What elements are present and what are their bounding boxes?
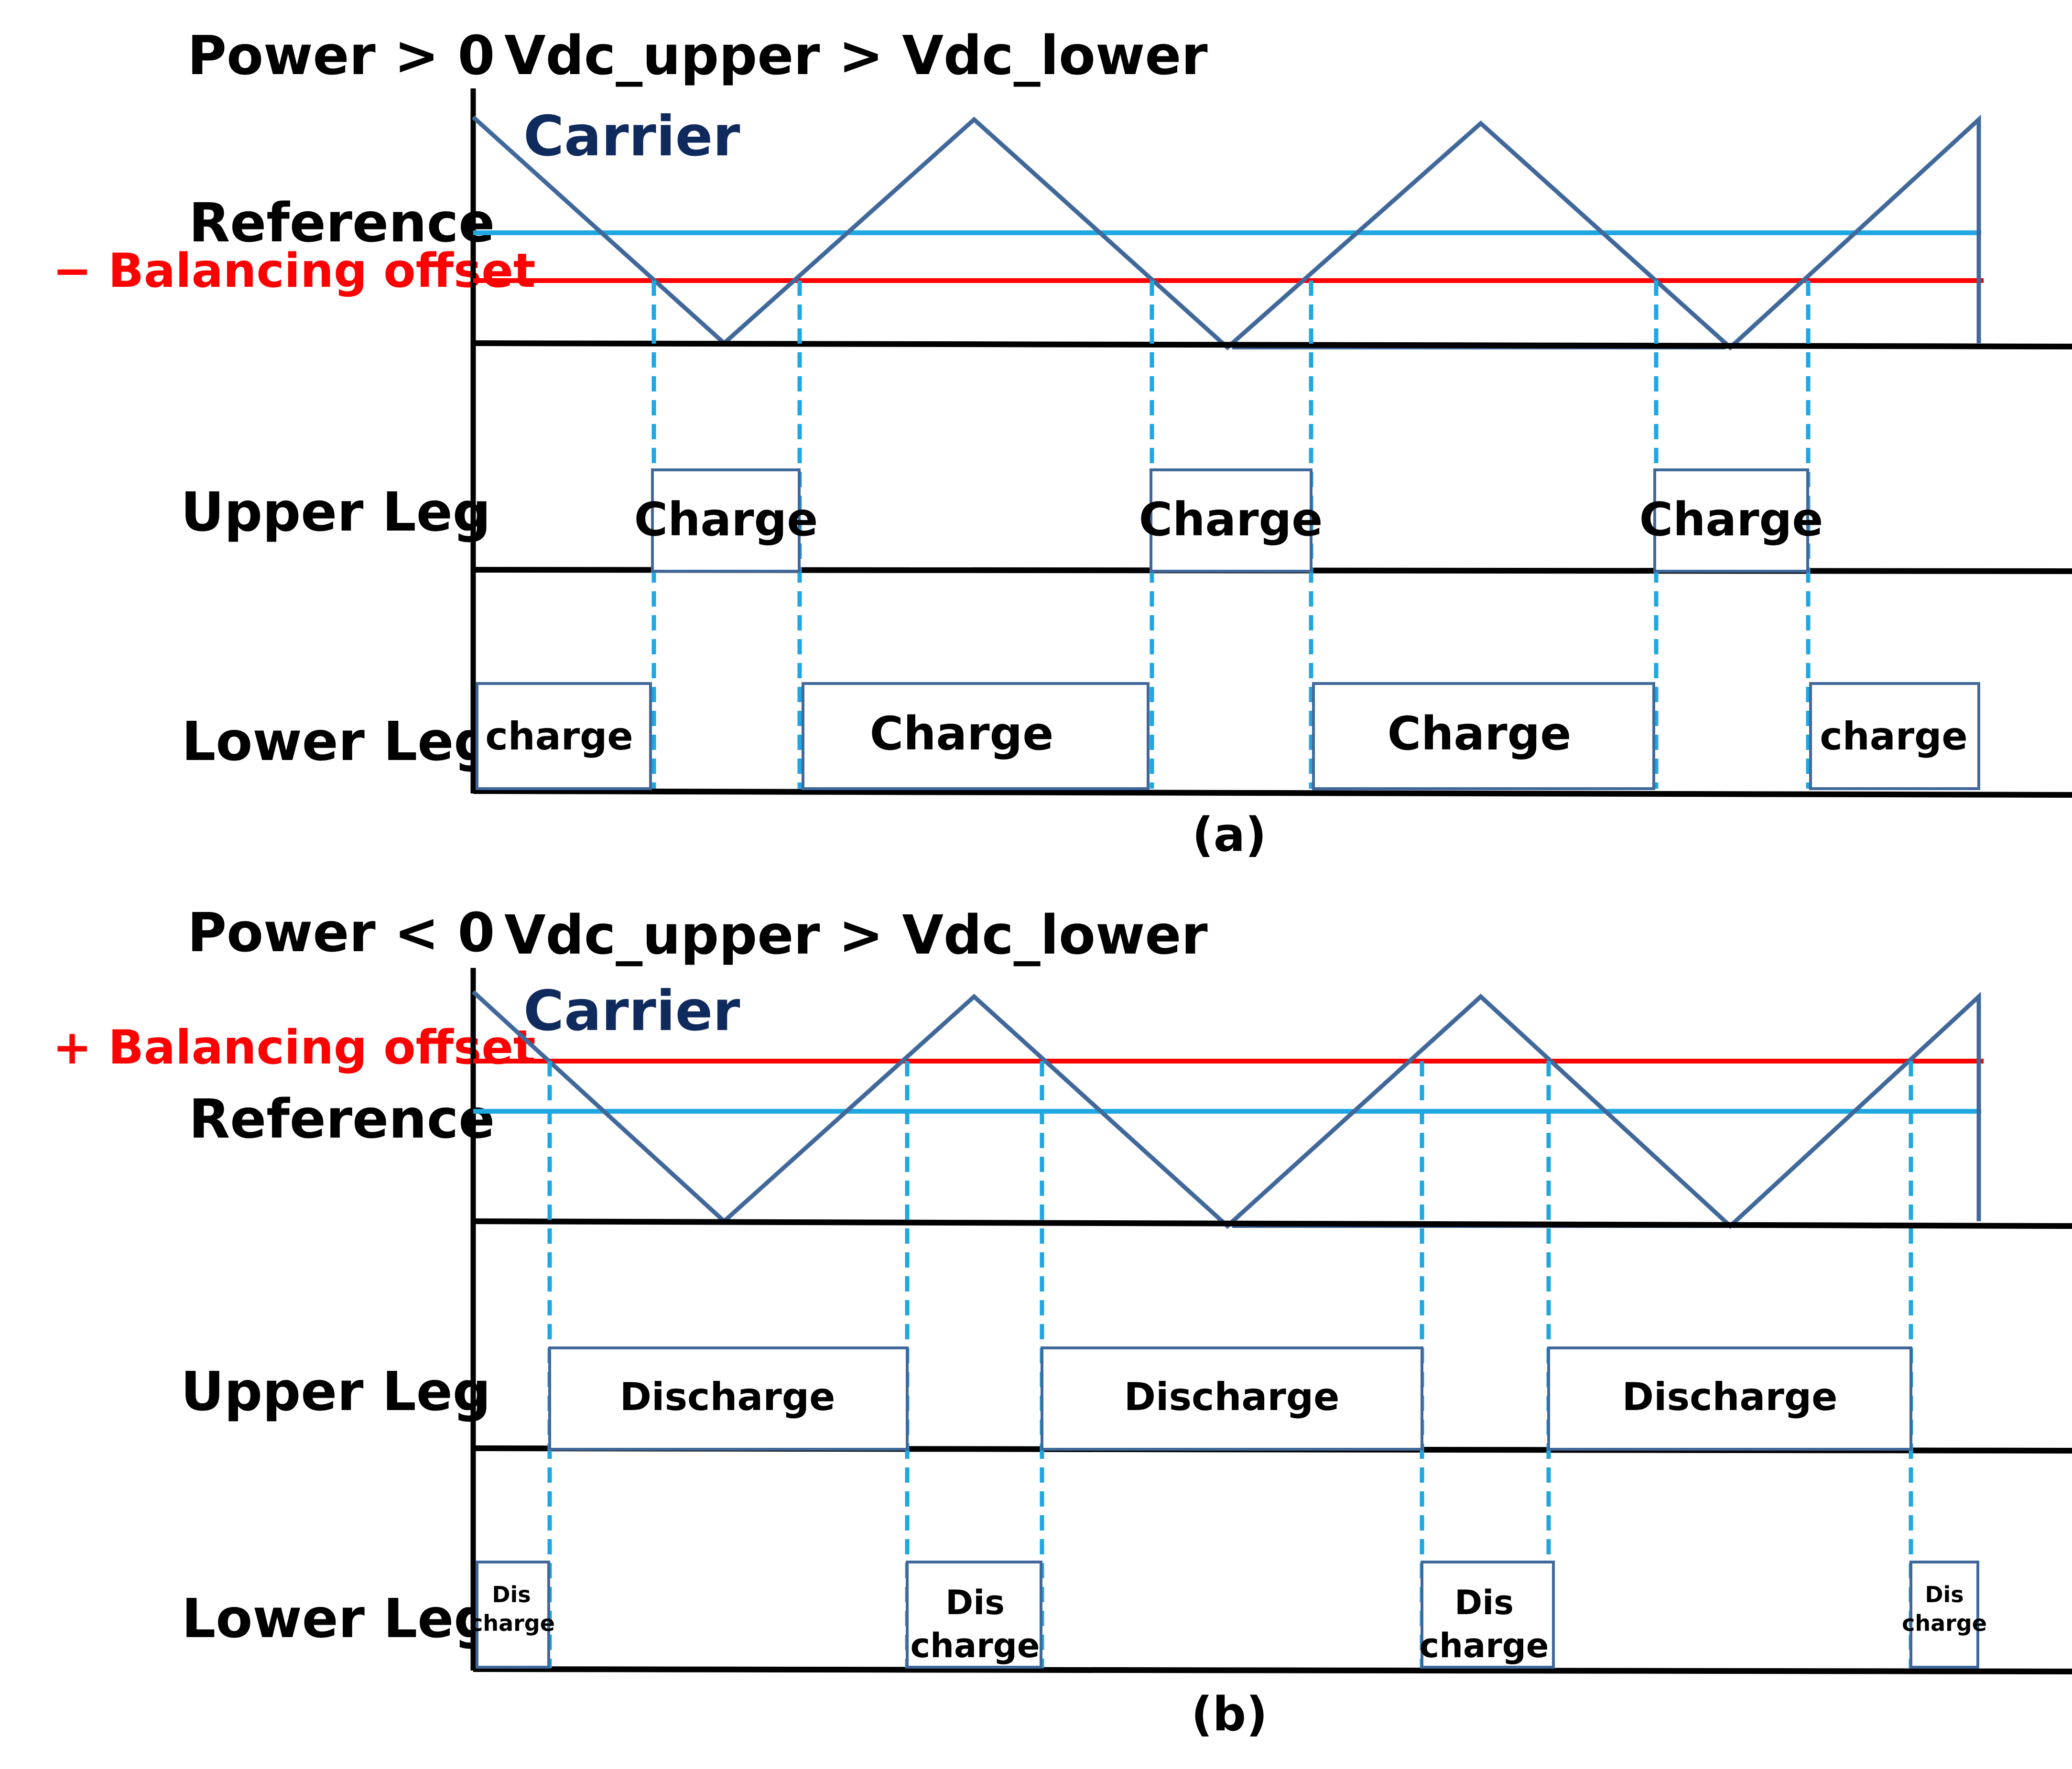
panel-a-upper-box	[651, 468, 801, 573]
panel-a-lower-leg-label: Lower Leg	[182, 711, 492, 773]
panel-b-reference-label: Reference	[189, 1088, 495, 1150]
panel-b-carrier-wave	[471, 990, 1981, 1229]
panel-a-carrier-label: Carrier	[523, 104, 740, 169]
panel-b-title-power: Power < 0	[187, 902, 495, 964]
panel-b-offset-label: + Balancing offset	[53, 1020, 536, 1075]
panel-a-lower-box-label: charge	[1820, 714, 1967, 759]
panel-a-upper-box-label: Charge	[634, 493, 818, 546]
panel-a-upper-leg-boxes: Charge Charge Charge	[634, 468, 1823, 573]
panel-b-lower-leg-boxes: Dis charge Dis charge Dis charge Dis cha…	[470, 1561, 1987, 1669]
panel-a-lower-axis	[473, 788, 2072, 798]
panel-b-lower-box-label-line1: Dis	[945, 1583, 1005, 1622]
panel-a-upper-box	[1150, 468, 1313, 573]
panel-b-upper-box	[1547, 1346, 1912, 1451]
panel-b-upper-box	[548, 1346, 909, 1451]
panel-a: Power > 0 Vdc_upper > Vdc_lower Carrier …	[53, 25, 2072, 862]
panel-b-upper-leg-label: Upper Leg	[181, 1361, 491, 1423]
panel-a-title-voltage: Vdc_upper > Vdc_lower	[504, 25, 1208, 87]
panel-b-lower-box-label-line2: charge	[911, 1626, 1040, 1665]
panel-a-carrier-wave	[471, 114, 1981, 351]
panel-b-lower-box-label-line2: charge	[1420, 1626, 1549, 1665]
panel-b-lower-axis	[473, 1666, 2072, 1674]
panel-b-carrier-axis	[473, 1218, 2072, 1229]
panel-a-lower-box-label: Charge	[1388, 707, 1572, 760]
panel-b-lower-box	[476, 1561, 550, 1669]
panel-a-upper-leg-label: Upper Leg	[181, 481, 491, 543]
panel-a-lower-box	[476, 682, 652, 790]
panel-a-offset-label: − Balancing offset	[53, 244, 536, 298]
panel-b-lower-box-label-line2: charge	[470, 1610, 555, 1636]
panel-b-caption: (b)	[1191, 1687, 1268, 1742]
panel-a-upper-box-label: Charge	[1639, 493, 1823, 546]
panel-a-reference-label: Reference	[189, 192, 495, 254]
panel-b-upper-box	[1041, 1346, 1423, 1451]
panel-b-carrier-label: Carrier	[523, 979, 740, 1043]
panel-b-upper-box-label: Discharge	[620, 1375, 835, 1419]
panel-a-lower-leg-boxes: charge Charge Charge charge	[476, 682, 1980, 790]
panel-b-lower-leg-label: Lower Leg	[182, 1588, 492, 1650]
panel-a-caption: (a)	[1192, 808, 1267, 862]
panel-a-carrier-axis	[473, 340, 2072, 349]
panel-b-title-voltage: Vdc_upper > Vdc_lower	[504, 904, 1208, 966]
panel-b-lower-box-label-line1: Dis	[492, 1582, 531, 1607]
panel-a-lower-box	[1809, 682, 1980, 790]
panel-b-lower-box-label-line1: Dis	[1925, 1582, 1964, 1607]
panel-a-title-power: Power > 0	[187, 25, 495, 87]
panel-a-lower-box-label: Charge	[870, 707, 1054, 760]
panel-a-lower-box	[1312, 682, 1655, 790]
panel-b-lower-box	[906, 1561, 1042, 1669]
panel-b-lower-box	[1909, 1561, 1979, 1669]
panel-b-lower-box	[1421, 1561, 1555, 1669]
panel-b-lower-box-label-line2: charge	[1902, 1610, 1987, 1636]
panel-b-upper-box-label: Discharge	[1622, 1375, 1838, 1419]
panel-b-upper-box-label: Discharge	[1124, 1375, 1340, 1419]
panel-b-lower-box-label-line1: Dis	[1454, 1583, 1514, 1622]
panel-a-upper-box-label: Charge	[1139, 493, 1323, 546]
panel-a-upper-box	[1653, 468, 1809, 573]
panel-b: Power < 0 Vdc_upper > Vdc_lower Carrier …	[53, 902, 2072, 1742]
panel-a-lower-box	[802, 682, 1150, 790]
panel-a-lower-box-label: charge	[485, 714, 633, 759]
panel-b-upper-leg-boxes: Discharge Discharge Discharge	[548, 1346, 1912, 1451]
